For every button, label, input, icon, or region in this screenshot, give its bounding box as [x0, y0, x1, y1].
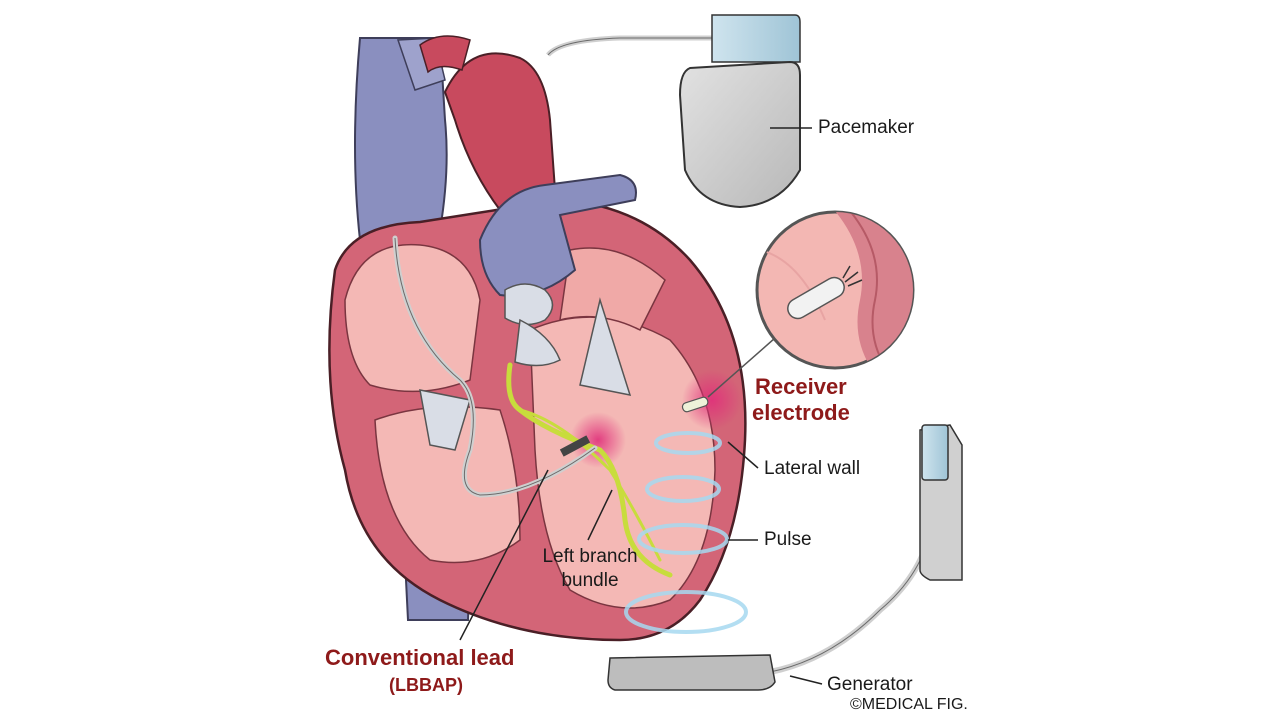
receiver-electrode [681, 396, 709, 413]
lead-tip [559, 435, 591, 457]
septum-valve [514, 318, 561, 367]
conventional-lead-label: Conventional lead [325, 645, 515, 670]
pulmonary-artery [478, 173, 637, 297]
left-bundle-branch [506, 362, 673, 578]
left-atrium [559, 247, 666, 332]
pacemaker-label: Pacemaker [818, 117, 915, 138]
magnified-electrode [787, 276, 845, 320]
pulse-ring [645, 475, 721, 503]
left-branch-label-line2: bundle [561, 570, 619, 591]
pacemaker-lead [546, 35, 718, 57]
conventional-lead-leader [459, 469, 549, 641]
copyright-label: ©MEDICAL FIG. [850, 696, 968, 713]
left-ventricle [529, 316, 716, 609]
left-branch-leader [587, 489, 613, 541]
left-branch-label-line1: Left branch [542, 546, 638, 567]
pulse-ring [637, 523, 729, 555]
pacemaker-header [711, 14, 801, 63]
electrode-tines [842, 265, 863, 287]
pulse-label: Pulse [764, 529, 812, 550]
lateral-wall-leader [727, 441, 759, 469]
generator-body [607, 654, 776, 691]
lateral-wall-label: Lateral wall [764, 458, 861, 479]
pulse-ring [654, 431, 722, 455]
aorta [443, 52, 557, 212]
receiver-electrode-label-line1: Receiver [755, 374, 847, 399]
aortic-branch [419, 35, 471, 74]
conventional-lead-wire-outline [394, 237, 596, 496]
aortic-valve [504, 283, 554, 326]
generator-leader [789, 675, 823, 685]
receiver-hotspot [682, 370, 742, 430]
transmitter-header [921, 424, 949, 481]
receiver-electrode-label-line2: electrode [752, 400, 850, 425]
generator-label: Generator [827, 674, 913, 695]
pacemaker-body [678, 60, 801, 209]
mitral-valve [579, 297, 632, 396]
magnifier-connector [707, 337, 776, 398]
lbbap-label: (LBBAP) [389, 675, 463, 695]
pulse-ring [624, 590, 748, 634]
tricuspid-valve [419, 389, 471, 451]
